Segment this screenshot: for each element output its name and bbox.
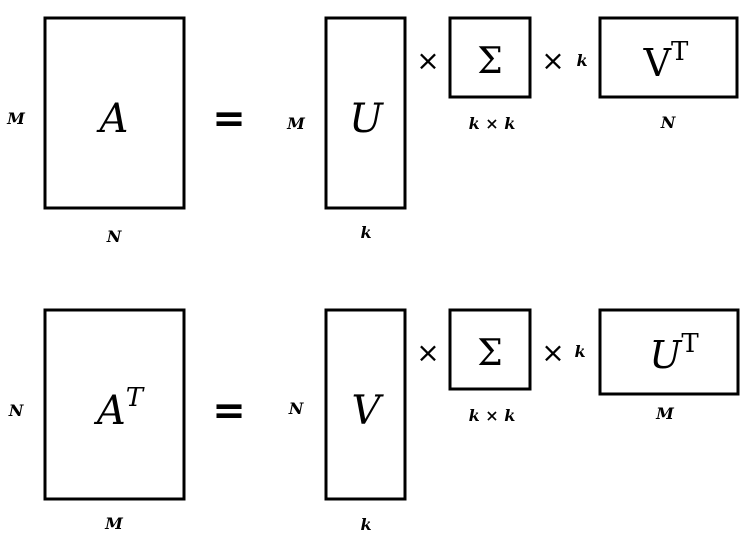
matrix-a-row-dim: M	[6, 109, 26, 128]
matrix-ut-letter: U	[649, 333, 683, 377]
equals-sign: =	[212, 96, 246, 142]
matrix-vt-sup: T	[671, 37, 689, 67]
matrix-ut-symbol: UT	[649, 329, 699, 377]
matrix-a-box	[43, 16, 186, 210]
matrix-v-symbol: V	[352, 388, 385, 434]
matrix-a-letter: A	[96, 96, 129, 142]
matrix-at-symbol: AT	[93, 383, 145, 434]
matrix-vt-letter: V	[643, 41, 672, 85]
matrix-v-row-dim: N	[288, 399, 305, 418]
equation-1: A M N = U M k × Σ k × k × k VT N	[6, 16, 739, 246]
matrix-sigma-dim: k × k	[469, 406, 516, 425]
matrix-sigma-symbol: Σ	[477, 41, 502, 82]
times-sign-1: ×	[416, 44, 439, 77]
matrix-a-col-dim: N	[106, 227, 123, 246]
matrix-u-box	[324, 16, 407, 210]
matrix-at-sup: T	[126, 383, 145, 413]
matrix-u-row-dim: M	[286, 114, 306, 133]
matrix-vt-row-dim: k	[576, 51, 587, 70]
matrix-a-symbol: A	[96, 96, 129, 142]
matrix-v-col-dim: k	[360, 515, 371, 534]
equals-sign: =	[212, 388, 246, 434]
matrix-at-row-dim: N	[8, 401, 25, 420]
matrix-ut-sup: T	[681, 329, 699, 359]
times-sign-2: ×	[541, 336, 564, 369]
matrix-vt-symbol: VT	[643, 37, 689, 85]
matrix-sigma-symbol: Σ	[477, 333, 502, 374]
matrix-at-col-dim: M	[104, 514, 124, 533]
matrix-u-symbol: U	[349, 96, 384, 142]
matrix-ut-col-dim: M	[655, 404, 675, 423]
matrix-at-box	[43, 308, 186, 501]
matrix-u-col-dim: k	[360, 223, 371, 242]
matrix-vt-col-dim: N	[660, 113, 677, 132]
matrix-v-box	[324, 308, 407, 501]
times-sign-2: ×	[541, 44, 564, 77]
equation-2: AT N M = V N k × Σ k × k × k UT M	[8, 308, 740, 534]
matrix-sigma-dim: k × k	[469, 114, 516, 133]
matrix-sigma-box	[448, 16, 532, 99]
times-sign-1: ×	[416, 336, 439, 369]
matrix-vt-box	[598, 16, 739, 99]
matrix-at-letter: A	[93, 388, 126, 434]
matrix-sigma-box	[448, 308, 532, 391]
matrix-ut-box	[598, 308, 740, 396]
matrix-ut-row-dim: k	[574, 342, 585, 361]
